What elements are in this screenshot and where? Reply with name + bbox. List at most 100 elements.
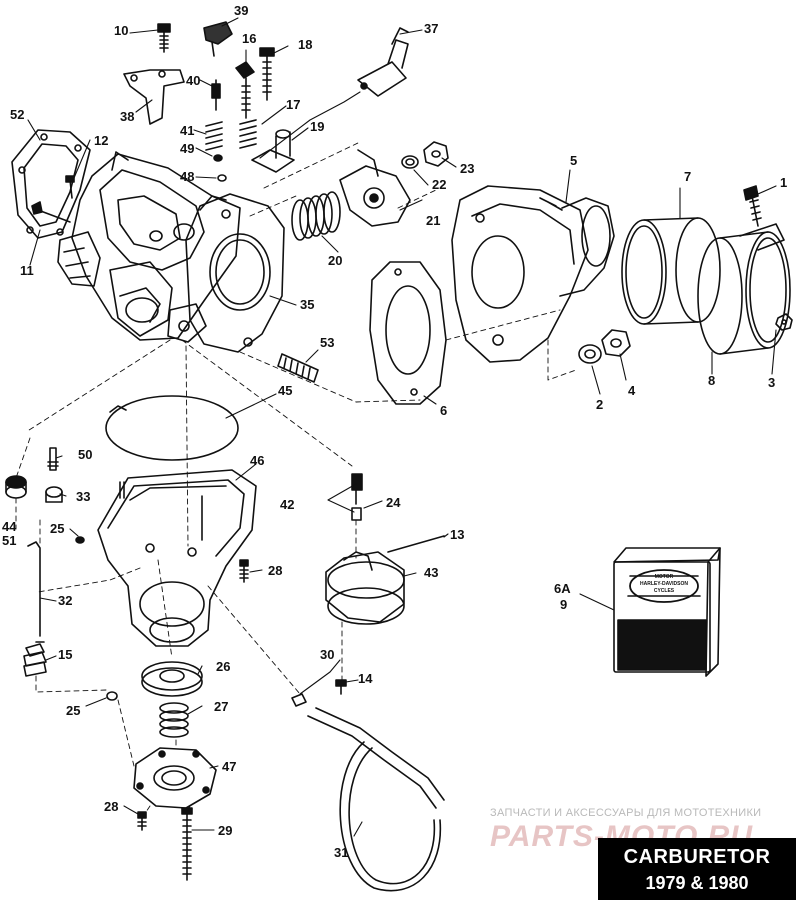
callout-47: 47 <box>222 759 237 774</box>
callout-24: 24 <box>386 495 401 510</box>
cover-47 <box>133 747 217 809</box>
callout-11: 11 <box>20 263 34 278</box>
screw-29 <box>181 807 193 881</box>
callout-13: 13 <box>450 527 465 542</box>
callout-39: 39 <box>234 3 249 18</box>
callout-3: 3 <box>768 375 776 390</box>
washer-49 <box>213 154 223 162</box>
air-filter-ring-7 <box>621 217 721 325</box>
washer-2 <box>578 344 602 364</box>
float-44 <box>5 475 27 499</box>
float-43 <box>325 551 405 625</box>
fitting-19 <box>251 129 295 173</box>
callout-30: 30 <box>320 647 335 662</box>
knob-39 <box>203 21 233 57</box>
callout-9: 9 <box>560 597 568 612</box>
screw-1 <box>743 185 762 227</box>
callout-26: 26 <box>216 659 231 674</box>
air-horn-5 <box>451 185 615 363</box>
callout-40: 40 <box>186 73 201 88</box>
watermark-text: ЗАПЧАСТИ И АКСЕССУАРЫ ДЛЯ МОТОТЕХНИКИ <box>490 807 762 819</box>
nut-3 <box>775 313 793 331</box>
package-6a <box>613 547 721 677</box>
rod-32 <box>27 541 45 643</box>
spring-27 <box>159 702 189 738</box>
title-box: CARBURETOR 1979 & 1980 <box>598 838 796 900</box>
callout-1: 1 <box>780 175 788 190</box>
spring-17 <box>239 119 257 149</box>
callout-37: 37 <box>424 21 439 36</box>
boot-15 <box>23 643 47 677</box>
diagram-years: 1979 & 1980 <box>645 873 749 893</box>
callout-28-lower: 28 <box>104 799 119 814</box>
callout-17: 17 <box>286 97 301 112</box>
callout-18: 18 <box>298 37 313 52</box>
washer-22 <box>401 155 419 169</box>
callout-50: 50 <box>78 447 93 462</box>
bracket-38 <box>123 69 185 125</box>
callout-43: 43 <box>424 565 439 580</box>
callout-51: 51 <box>2 533 17 548</box>
callout-46: 46 <box>250 453 265 468</box>
callout-53: 53 <box>320 335 335 350</box>
gasket-52 <box>11 129 91 239</box>
package-logo: MOTOR HARLEY-DAVIDSON CYCLES <box>636 574 692 595</box>
callout-33: 33 <box>76 489 91 504</box>
screw-18 <box>259 47 275 101</box>
callout-5: 5 <box>570 153 578 168</box>
callout-27: 27 <box>214 699 229 714</box>
jet-33 <box>45 486 63 503</box>
jet-50 <box>47 447 59 471</box>
callout-31: 31 <box>334 845 349 860</box>
choke-lever-21 <box>339 149 411 227</box>
pin-13 <box>387 535 445 553</box>
callout-48: 48 <box>180 169 195 184</box>
screw-12 <box>65 175 75 199</box>
screw-16 <box>235 61 255 119</box>
callout-38: 38 <box>120 109 135 124</box>
callout-16: 16 <box>242 31 257 46</box>
fuel-fitting-37 <box>357 27 409 97</box>
callout-4: 4 <box>628 383 636 398</box>
screw-14 <box>335 679 347 695</box>
callout-12: 12 <box>94 133 109 148</box>
callout-21: 21 <box>426 213 441 228</box>
screw-10 <box>157 23 171 53</box>
callout-14: 14 <box>358 671 373 686</box>
callout-7: 7 <box>684 169 692 184</box>
spring-41 <box>205 121 223 151</box>
spring-20 <box>291 191 341 241</box>
callout-22: 22 <box>432 177 447 192</box>
oring-48 <box>217 174 227 182</box>
assembly-lines <box>15 141 577 813</box>
leader-lines <box>27 17 777 837</box>
package-logo-line1: MOTOR <box>654 574 674 580</box>
air-filter-band-8 <box>697 223 791 355</box>
diaphragm-26 <box>141 661 203 697</box>
screw-28-upper <box>239 559 249 583</box>
throttle-body-plate-35 <box>185 193 285 353</box>
overflow-hose-31 <box>307 707 445 892</box>
callout-19: 19 <box>310 119 325 134</box>
nut-4 <box>601 329 631 357</box>
oring-25-upper <box>75 536 85 544</box>
callout-41: 41 <box>180 123 195 138</box>
package-logo-line3: CYCLES <box>653 588 675 594</box>
callout-15: 15 <box>58 647 73 662</box>
callout-44: 44 <box>2 519 17 534</box>
float-bowl-46 <box>97 469 257 647</box>
nut-23 <box>423 141 449 167</box>
clamp-30 <box>291 693 307 707</box>
screw-28-lower <box>137 811 147 831</box>
carburetor-body <box>57 151 241 343</box>
callout-45: 45 <box>278 383 293 398</box>
callout-32: 32 <box>58 593 73 608</box>
callout-8: 8 <box>708 373 716 388</box>
valve-42-24 <box>351 473 363 521</box>
callout-35: 35 <box>300 297 315 312</box>
needle-40 <box>211 79 221 111</box>
callout-6: 6 <box>440 403 448 418</box>
oring-45 <box>105 395 239 461</box>
screw-11 <box>31 201 71 223</box>
